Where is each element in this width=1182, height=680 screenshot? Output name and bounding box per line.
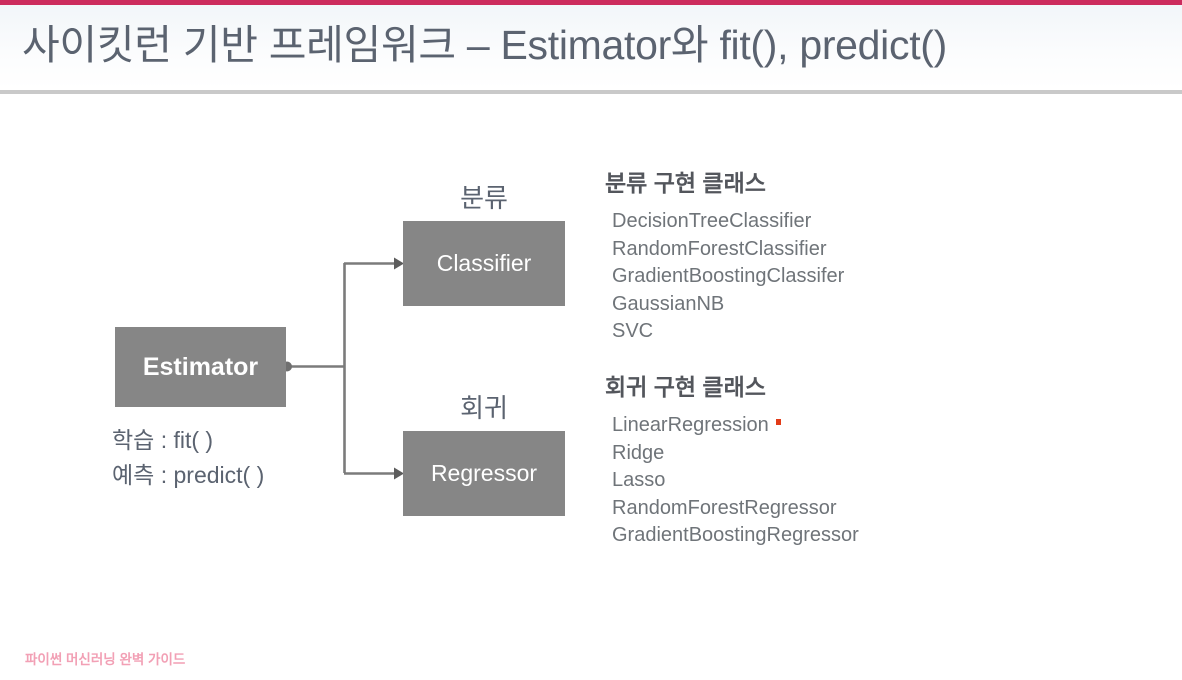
footer-book-title: 파이썬 머신러닝 완벽 가이드: [25, 652, 186, 667]
list-item: GradientBoostingRegressor: [612, 524, 859, 546]
estimator-methods: 학습 : fit( ) 예측 : predict( ): [112, 423, 264, 493]
list-item: RandomForestClassifier: [612, 237, 827, 260]
branch-label-regression: 회귀: [460, 393, 508, 423]
method-fit: 학습 : fit( ): [112, 427, 214, 453]
method-predict: 예측 : predict( ): [112, 462, 265, 488]
node-classifier[interactable]: Classifier: [403, 221, 565, 306]
list-item: RandomForestRegressor: [612, 496, 837, 519]
red-dot-marker: [776, 419, 781, 425]
list-item: Lasso: [612, 469, 666, 491]
list-item: SVC: [612, 320, 654, 342]
header-band: [0, 5, 1182, 89]
top-accent-bar: [0, 0, 1182, 5]
list-item: DecisionTreeClassifier: [612, 210, 812, 232]
list-item: LinearRegression: [612, 414, 769, 436]
regression-list-heading: 회귀 구현 클래스: [605, 374, 766, 400]
list-item: GradientBoostingClassifer: [612, 265, 845, 287]
classification-list-items: DecisionTreeClassifier RandomForestClass…: [605, 208, 844, 346]
classification-list-heading: 분류 구현 클래스: [605, 170, 766, 196]
branch-label-classification: 분류: [460, 183, 508, 213]
node-estimator[interactable]: Estimator: [115, 327, 286, 407]
regression-class-list: 회귀 구현 클래스 LinearRegression Ridge Lasso R…: [605, 368, 859, 550]
list-item: Ridge: [612, 441, 665, 464]
title-divider: [0, 90, 1182, 94]
list-item: GaussianNB: [612, 292, 725, 315]
classification-class-list: 분류 구현 클래스 DecisionTreeClassifier RandomF…: [605, 164, 844, 346]
node-regressor[interactable]: Regressor: [403, 431, 565, 516]
page-title: 사이킷런 기반 프레임워크 – Estimator와 fit(), predic…: [22, 22, 947, 68]
regression-list-items: LinearRegression Ridge Lasso RandomFores…: [605, 412, 859, 550]
